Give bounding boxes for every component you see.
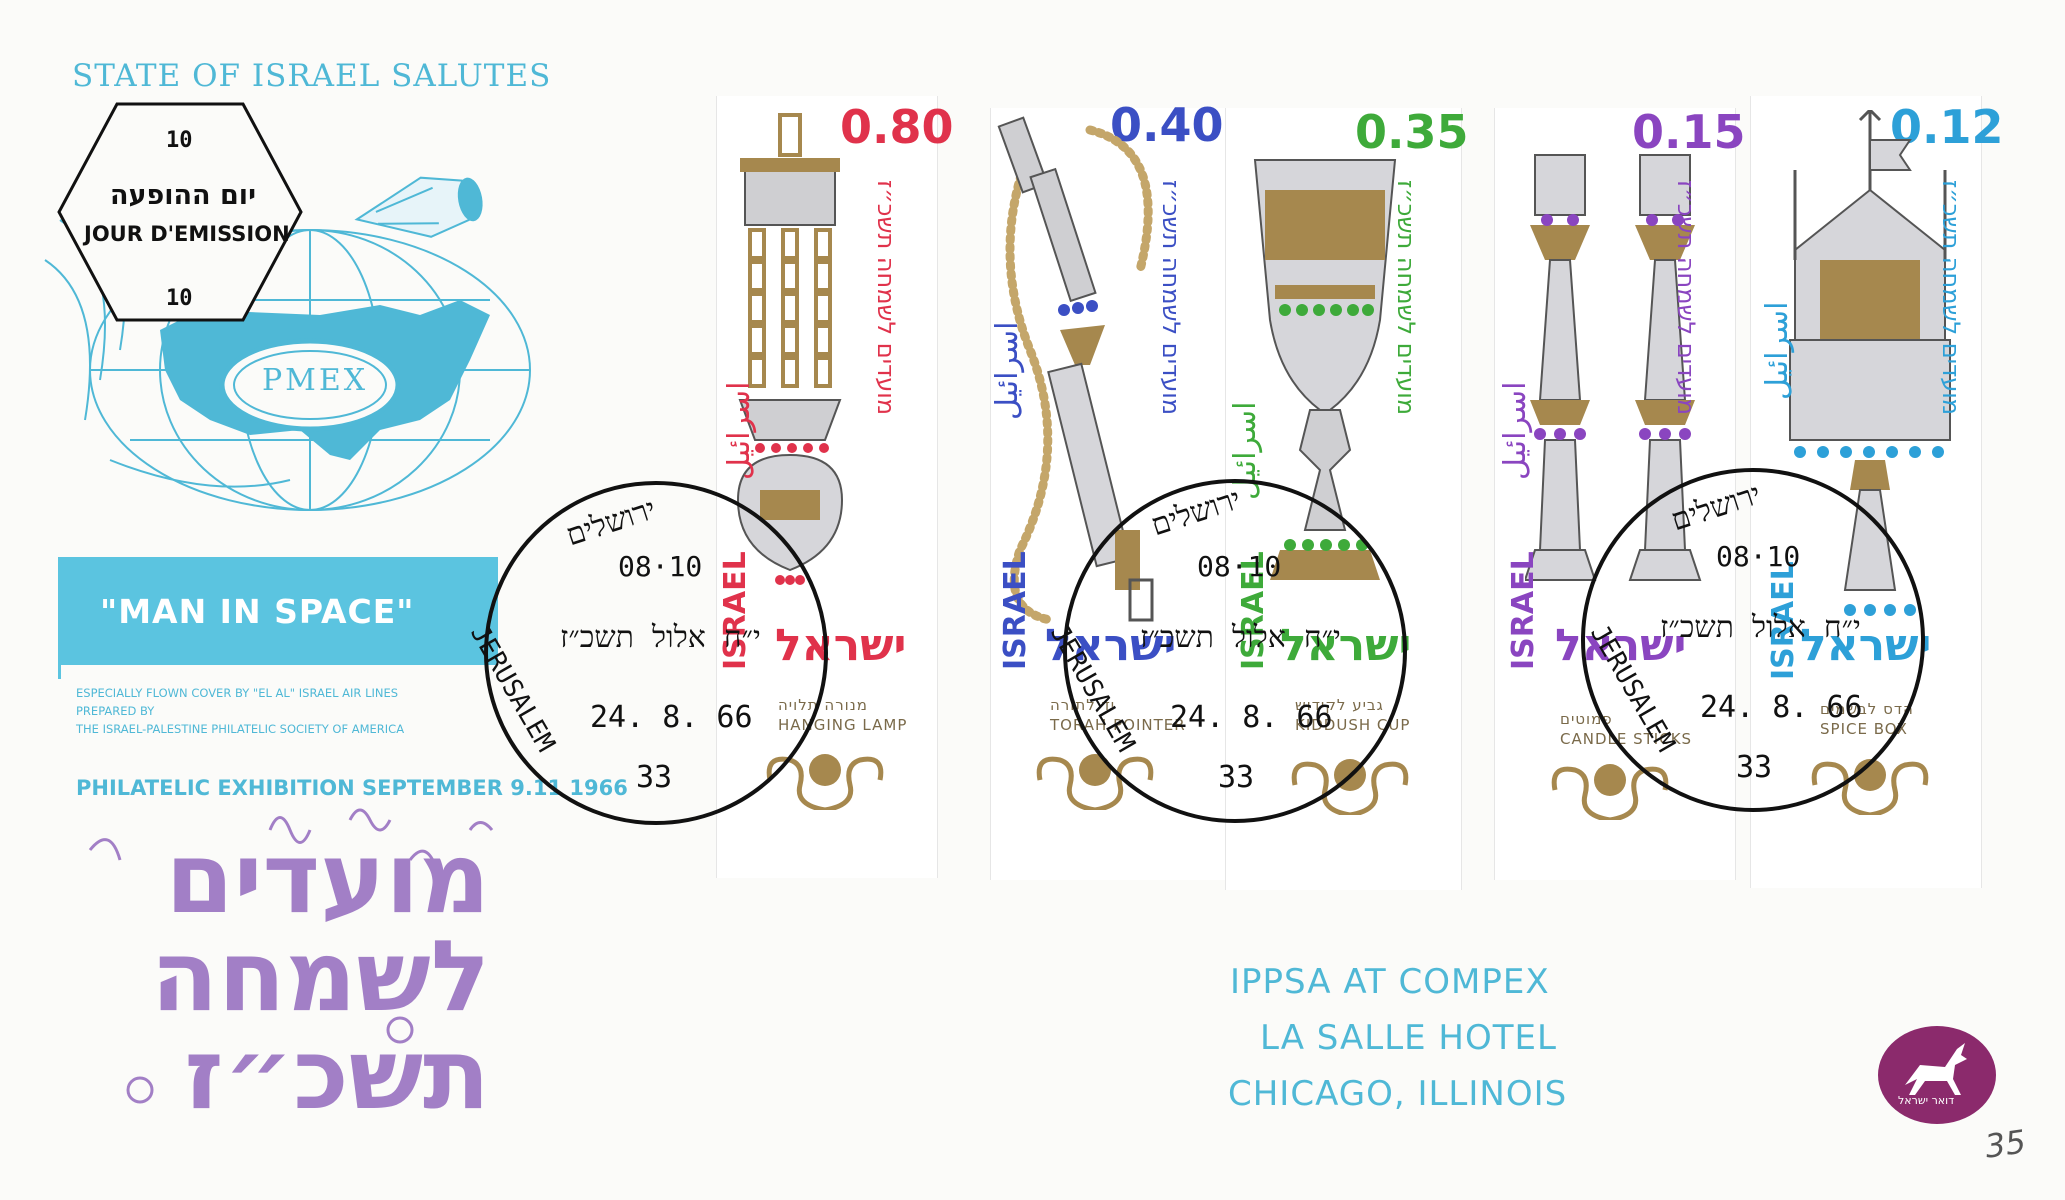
hanging-lamp-icon — [736, 113, 844, 585]
postmark-1-time: 08·10 — [618, 550, 703, 583]
postmark-3-date-hebrew: י״ח אלול תשכ״ז — [1660, 610, 1861, 645]
stamp-1-side-text: מועדים לשמחה תשכ״ז — [872, 180, 900, 416]
stamp-4-denomination: 0.15 — [1632, 105, 1746, 159]
cachet-french: JOUR D'EMISSION — [84, 222, 290, 246]
tab-ornament-icon — [766, 754, 884, 810]
postmark-1-number: 33 — [636, 760, 673, 795]
stamp-2-denomination: 0.40 — [1110, 98, 1224, 152]
stamp-1-denomination: 0.80 — [840, 100, 954, 154]
stamp-1-arabic: اسرائيل — [722, 381, 757, 480]
man-in-space-banner — [58, 557, 498, 665]
stamp-4-latin: ISRAEL — [1506, 551, 1541, 670]
cover-heading: STATE OF ISRAEL SALUTES — [72, 58, 552, 94]
stamp-2-arabic: اسرائيل — [990, 321, 1025, 420]
postmark-1-date-hebrew: י״ח אלול תשכ״ז — [560, 620, 761, 655]
postmark-2-time: 08·10 — [1197, 550, 1282, 583]
stamp-2-side-text: מועדים לשמחה תשכ״ז — [1157, 180, 1185, 416]
stamp-3-side-text: מועדים לשמחה תשכ״ז — [1392, 180, 1420, 416]
tab-ornament-icon — [1551, 764, 1669, 820]
festival-line-2: לשמחה — [150, 920, 490, 1034]
fine-print-airline: ESPECIALLY FLOWN COVER BY "EL AL" ISRAEL… — [76, 686, 399, 700]
spice-box-icon — [1789, 110, 1951, 616]
postmark-2-date: 24. 8. 66 — [1170, 700, 1333, 735]
festival-line-1: מועדים — [165, 822, 490, 936]
postmark-3-time: 08·10 — [1716, 540, 1801, 573]
stamp-1-hebrew: ישראל — [775, 620, 907, 671]
postmark-3-number: 33 — [1736, 750, 1773, 785]
postmark-2-number: 33 — [1218, 760, 1255, 795]
fine-print-prepared: PREPARED BY — [76, 704, 155, 718]
stamp-1-tab-hebrew: מנורה תלויה — [778, 696, 868, 714]
stamp-3-denomination: 0.35 — [1355, 105, 1469, 159]
tab-ornament-icon — [1036, 754, 1154, 810]
address-line-2: LA SALLE HOTEL — [1260, 1018, 1557, 1058]
israel-post-text: דואר ישראל — [1898, 1094, 1955, 1107]
fine-print-society: THE ISRAEL-PALESTINE PHILATELIC SOCIETY … — [76, 722, 405, 736]
tab-ornament-icon — [1811, 759, 1929, 815]
candle-sticks-icon — [1525, 154, 1702, 581]
exhibition-line: PHILATELIC EXHIBITION SEPTEMBER 9.11 196… — [76, 776, 628, 800]
postmark-1-city: JERUSALEM — [464, 620, 561, 758]
postmark-2-date-hebrew: י״ח אלול תשכ״ז — [1140, 620, 1341, 655]
festival-calligraphy: מועדים לשמחה תשכ״ז — [70, 822, 490, 1124]
stamp-2-latin: ISRAEL — [998, 551, 1033, 670]
pencil-note: 35 — [1982, 1122, 2029, 1166]
address-line-3: CHICAGO, ILLINOIS — [1228, 1074, 1568, 1114]
banner-title: "MAN IN SPACE" — [100, 592, 415, 631]
space-capsule-icon — [354, 176, 483, 238]
tab-ornament-icon — [1291, 759, 1409, 815]
cachet-hebrew: יום ההופעה — [109, 180, 257, 211]
postmark-1-city-hebrew: ירושלים — [561, 491, 661, 554]
stamp-5-side-text: מועדים לשמחה תשכ״ז — [1937, 180, 1965, 416]
cachet-bottom-number: 10 — [166, 286, 193, 311]
stamp-4-arabic: اسرائيل — [1498, 381, 1533, 480]
festival-line-3: תשכ״ז — [184, 1018, 490, 1132]
stamp-5-arabic: اسرائيل — [1760, 301, 1795, 400]
first-day-cachet-frame — [57, 102, 303, 322]
address-line-1: IPPSA AT COMPEX — [1230, 962, 1550, 1002]
cachet-top-number: 10 — [166, 128, 193, 153]
stamp-1-tab-label: HANGING LAMP — [778, 716, 908, 734]
stamp-4-tab-hebrew: פמוטים — [1560, 710, 1613, 728]
postmark-1-date: 24. 8. 66 — [590, 700, 753, 735]
stamp-4-side-text: מועדים לשמחה תשכ״ז — [1672, 180, 1700, 416]
calligraphy-flourishes — [88, 808, 494, 1104]
deer-icon — [1905, 1043, 1967, 1095]
banner-tail — [58, 665, 501, 679]
pmex-logo: PMEX — [262, 363, 369, 398]
postmark-3-date: 24. 8. 66 — [1700, 690, 1863, 725]
stamp-5-denomination: 0.12 — [1890, 100, 2004, 154]
